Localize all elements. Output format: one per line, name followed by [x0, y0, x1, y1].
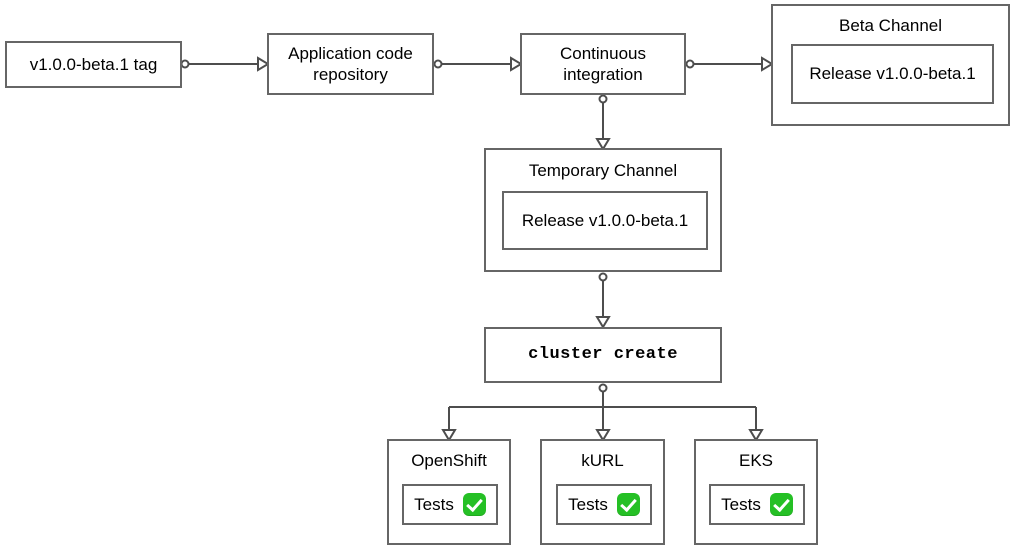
node-temporary-channel-release-label: Release v1.0.0-beta.1: [521, 210, 689, 230]
check-green-icon: [616, 493, 640, 516]
node-kurl-title: kURL: [581, 451, 624, 470]
node-temporary-channel[interactable]: Temporary Channel Release v1.0.0-beta.1: [484, 148, 722, 272]
node-temporary-channel-title: Temporary Channel: [528, 161, 678, 180]
node-beta-channel[interactable]: Beta Channel Release v1.0.0-beta.1: [771, 4, 1010, 126]
node-kurl[interactable]: kURL Tests: [540, 439, 665, 545]
node-version-tag[interactable]: v1.0.0-beta.1 tag: [5, 41, 182, 88]
edge-repo-to-ci: [433, 56, 523, 72]
check-green-icon: [462, 493, 486, 516]
node-beta-channel-release[interactable]: Release v1.0.0-beta.1: [791, 44, 994, 104]
edge-cluster-create-to-platforms: [441, 383, 764, 442]
node-openshift-title: OpenShift: [411, 451, 487, 470]
edge-tag-to-repo: [180, 56, 270, 72]
node-temporary-channel-release[interactable]: Release v1.0.0-beta.1: [502, 191, 708, 250]
node-kurl-tests-label: Tests: [568, 494, 608, 514]
node-beta-channel-release-label: Release v1.0.0-beta.1: [809, 64, 976, 84]
node-kurl-tests[interactable]: Tests: [556, 484, 652, 525]
node-openshift-tests-label: Tests: [414, 494, 454, 514]
node-beta-channel-title: Beta Channel: [838, 16, 943, 35]
check-green-icon: [769, 493, 793, 516]
node-openshift[interactable]: OpenShift Tests: [387, 439, 511, 545]
node-eks-tests[interactable]: Tests: [709, 484, 805, 525]
node-version-tag-label: v1.0.0-beta.1 tag: [29, 54, 158, 74]
node-continuous-integration[interactable]: Continuous integration: [520, 33, 686, 95]
node-cluster-create[interactable]: cluster create: [484, 327, 722, 383]
node-eks[interactable]: EKS Tests: [694, 439, 818, 545]
edge-temporary-channel-to-cluster-create: [595, 272, 611, 329]
node-application-code-repository[interactable]: Application code repository: [267, 33, 434, 95]
node-continuous-integration-label: Continuous integration: [559, 43, 646, 84]
node-eks-tests-label: Tests: [721, 494, 761, 514]
edge-ci-to-temporary-channel: [595, 94, 611, 151]
edge-ci-to-beta-channel: [685, 56, 774, 72]
node-cluster-create-label: cluster create: [528, 345, 678, 365]
node-eks-title: EKS: [738, 451, 774, 470]
node-openshift-tests[interactable]: Tests: [402, 484, 498, 525]
node-application-code-repository-label: Application code repository: [288, 43, 413, 84]
